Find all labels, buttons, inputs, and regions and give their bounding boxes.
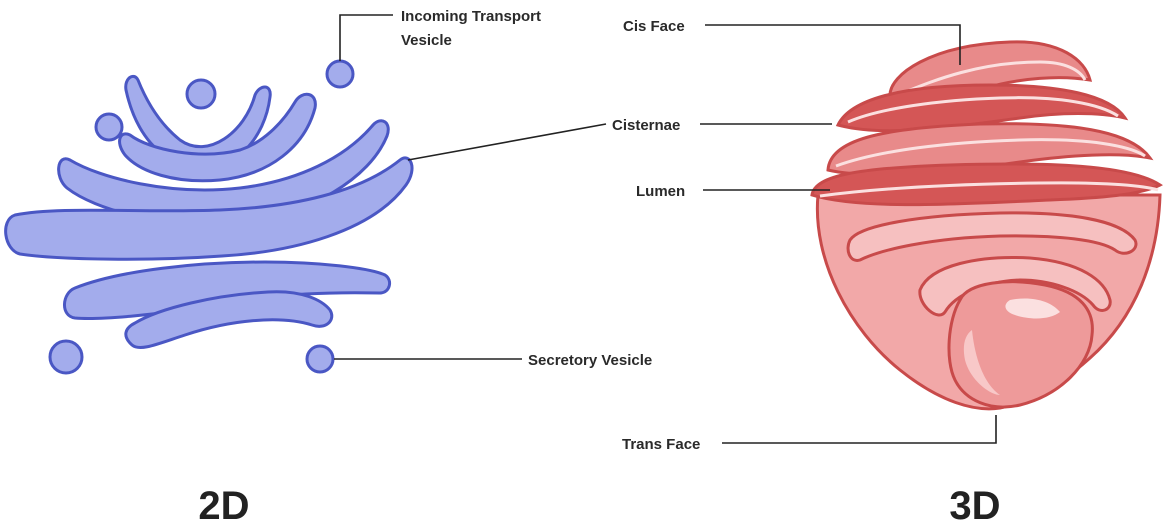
vesicle-top-left [96, 114, 122, 140]
label-lumen: Lumen [636, 183, 685, 200]
label-trans-face: Trans Face [622, 436, 700, 453]
secretory-vesicle [307, 346, 333, 372]
incoming-vesicle [327, 61, 353, 87]
vesicle-top-center [187, 80, 215, 108]
vesicle-bottom-left [50, 341, 82, 373]
title-2d: 2D [198, 484, 249, 528]
title-3d: 3D [949, 484, 1000, 528]
label-secretory-vesicle: Secretory Vesicle [528, 352, 652, 369]
incoming-label-line1: Incoming Transport [401, 8, 541, 25]
incoming-label-line2: Vesicle [401, 32, 452, 49]
label-incoming-transport-vesicle: Incoming Transport Vesicle [401, 8, 545, 49]
golgi-2d [6, 61, 412, 373]
label-cis-face: Cis Face [623, 18, 685, 35]
label-cisternae: Cisternae [612, 117, 680, 134]
golgi-3d [812, 42, 1160, 409]
